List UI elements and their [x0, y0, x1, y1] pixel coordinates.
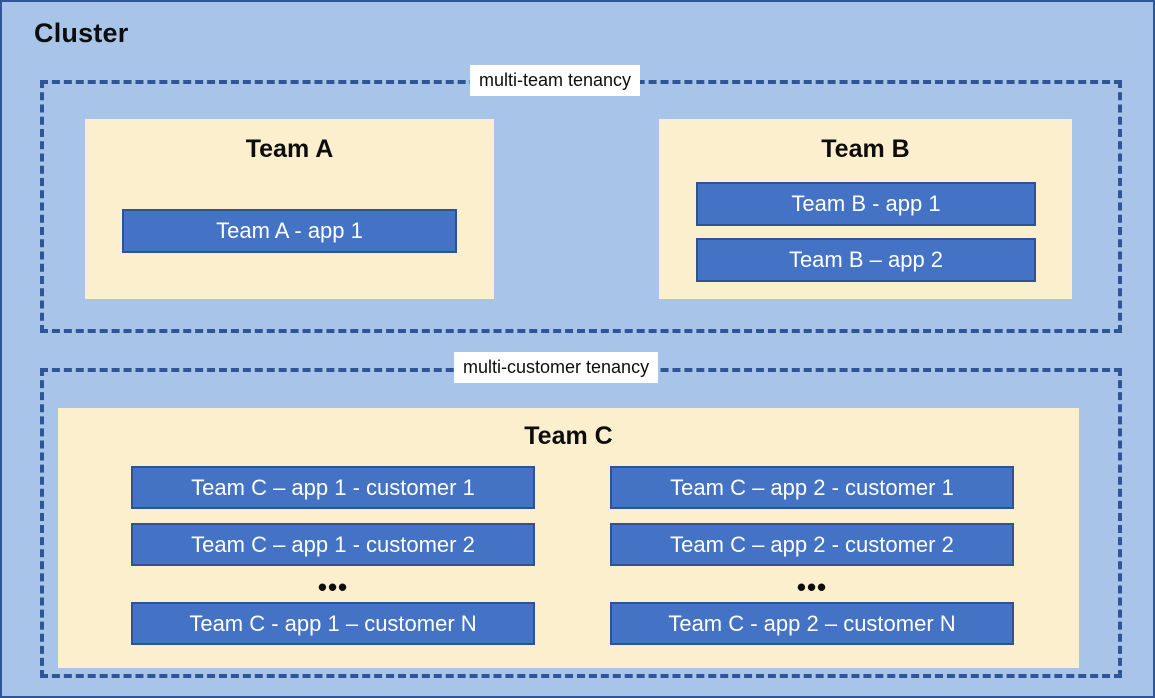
app-box-team-c-app-1-customer-1[interactable]: Team C – app 1 - customer 1	[131, 466, 535, 509]
cluster-title: Cluster	[34, 18, 129, 48]
team-box-team-b: Team B Team B - app 1 Team B – app 2	[659, 119, 1072, 299]
app-list-team-b: Team B - app 1 Team B – app 2	[696, 182, 1036, 282]
app-box-team-b-app-1[interactable]: Team B - app 1	[696, 182, 1036, 226]
team-title-team-c: Team C	[524, 422, 613, 450]
team-title-team-b: Team B	[821, 135, 910, 163]
team-title-team-a: Team A	[245, 135, 334, 163]
app-box-team-c-app-2-customer-n[interactable]: Team C - app 2 – customer N	[610, 602, 1014, 645]
tenancy-label-multi-customer: multi-customer tenancy	[454, 352, 659, 383]
app-box-team-c-app-1-customer-2[interactable]: Team C – app 1 - customer 2	[131, 523, 535, 566]
ellipsis-team-c-app-2: •••	[796, 572, 828, 602]
team-box-team-c: Team C Team C – app 1 - customer 1 Team …	[58, 408, 1079, 668]
app-box-team-b-app-2[interactable]: Team B – app 2	[696, 238, 1036, 282]
app-box-team-c-app-1-customer-n[interactable]: Team C - app 1 – customer N	[131, 602, 535, 645]
app-list-team-c-app-2: Team C – app 2 - customer 1 Team C – app…	[610, 466, 1014, 645]
app-box-team-c-app-2-customer-2[interactable]: Team C – app 2 - customer 2	[610, 523, 1014, 566]
app-list-team-a: Team A - app 1	[122, 209, 457, 253]
ellipsis-team-c-app-1: •••	[317, 572, 349, 602]
tenancy-label-multi-team: multi-team tenancy	[470, 65, 641, 96]
app-list-team-c-app-1: Team C – app 1 - customer 1 Team C – app…	[131, 466, 535, 645]
team-box-team-a: Team A Team A - app 1	[85, 119, 494, 299]
app-box-team-a-app-1[interactable]: Team A - app 1	[122, 209, 457, 253]
app-box-team-c-app-2-customer-1[interactable]: Team C – app 2 - customer 1	[610, 466, 1014, 509]
